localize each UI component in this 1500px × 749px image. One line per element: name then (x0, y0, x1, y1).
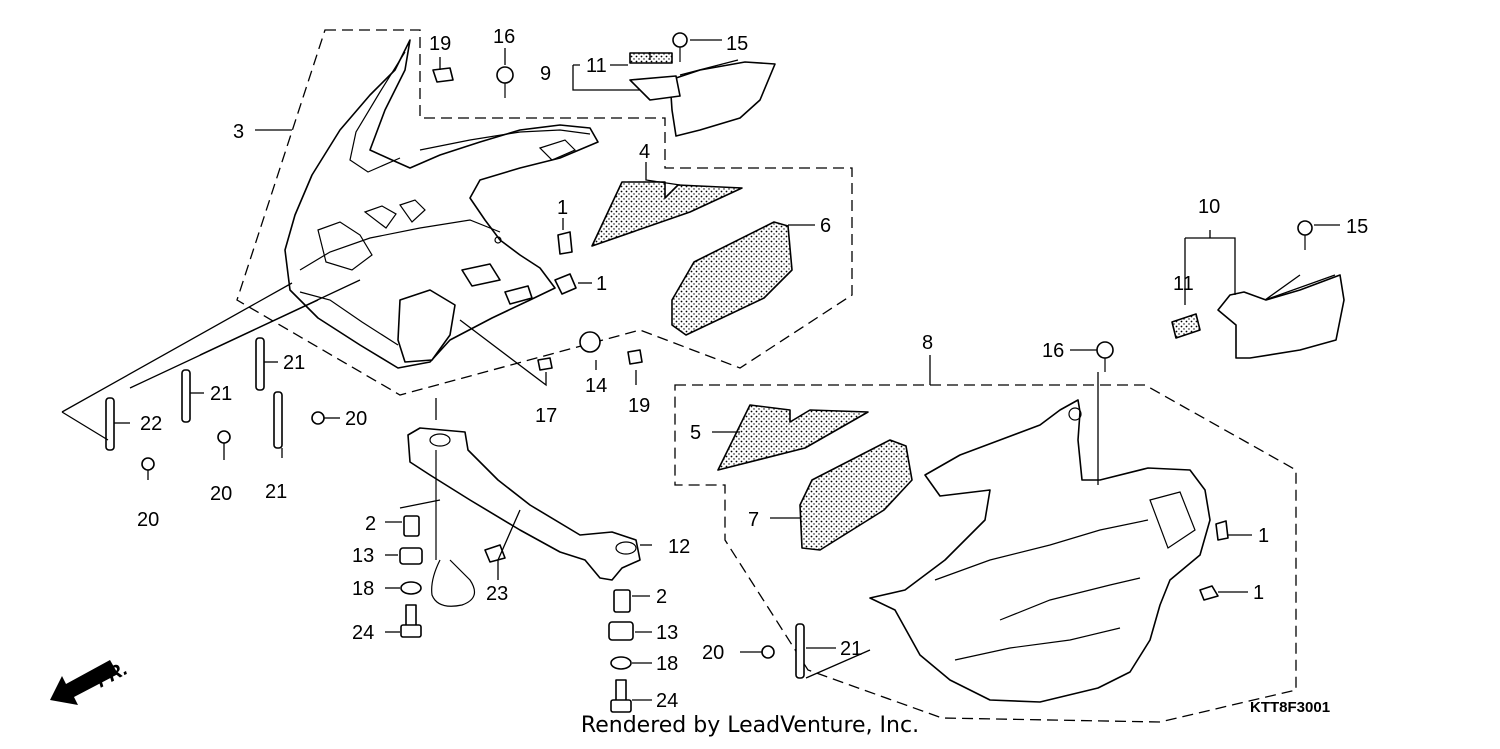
fasteners (141, 32, 1313, 659)
band-strips (105, 337, 805, 679)
callout-16: 16 (1042, 340, 1064, 362)
callout-1: 1 (557, 197, 568, 219)
stay-bracket-part (407, 427, 641, 607)
callout-23: 23 (486, 583, 508, 605)
callout-2: 2 (656, 586, 667, 608)
hardware-stack-left (399, 515, 423, 638)
front-direction-arrow: FR. (50, 658, 131, 705)
callout-9: 9 (540, 63, 551, 85)
render-credit: Rendered by LeadVenture, Inc. (580, 713, 920, 738)
callout-24: 24 (656, 690, 678, 712)
leader-lines (61, 39, 1340, 701)
callout-20: 20 (345, 408, 367, 430)
drawing-code: KTT8F3001 (1250, 699, 1330, 716)
callout-20: 20 (702, 642, 724, 664)
callout-15: 15 (1346, 216, 1368, 238)
callout-11: 11 (586, 55, 607, 77)
seal-pad-part (591, 181, 743, 247)
callout-10: 10 (1198, 196, 1220, 218)
callout-17: 17 (535, 405, 557, 427)
callout-11: 11 (1173, 273, 1194, 295)
callout-7: 7 (748, 509, 759, 531)
callout-14: 14 (585, 375, 607, 397)
callout-13: 13 (656, 622, 678, 644)
foam-pad-part (671, 221, 793, 336)
callout-6: 6 (820, 215, 831, 237)
callout-19: 19 (628, 395, 650, 417)
clip-part (554, 231, 577, 295)
callout-3: 3 (233, 121, 244, 143)
callout-24: 24 (352, 622, 374, 644)
callout-2: 2 (365, 513, 376, 535)
callout-20: 20 (210, 483, 232, 505)
callout-21: 21 (283, 352, 305, 374)
callout-20: 20 (137, 509, 159, 531)
callout-18: 18 (352, 578, 374, 600)
inner-cover-part (629, 52, 776, 137)
callout-labels: 3 19 16 11 9 15 4 1 6 1 10 15 11 8 16 21… (137, 26, 1368, 716)
callout-21: 21 (840, 638, 862, 660)
callout-22: 22 (140, 413, 162, 435)
callout-16: 16 (493, 26, 515, 48)
callout-12: 12 (668, 536, 690, 558)
callout-13: 13 (352, 545, 374, 567)
callout-1: 1 (596, 273, 607, 295)
direction-label: FR. (92, 658, 131, 693)
side-cover-part (674, 384, 1297, 723)
callout-21: 21 (265, 481, 287, 503)
callout-21: 21 (210, 383, 232, 405)
front-cowl-part (236, 29, 853, 396)
callout-15: 15 (726, 33, 748, 55)
callout-1: 1 (1258, 525, 1269, 547)
inner-cover-right-part (1171, 274, 1345, 359)
hardware-stack-right (608, 589, 634, 713)
callout-1: 1 (1253, 582, 1264, 604)
callout-4: 4 (639, 141, 650, 163)
callout-18: 18 (656, 653, 678, 675)
callout-19: 19 (429, 33, 451, 55)
callout-8: 8 (922, 332, 933, 354)
callout-5: 5 (690, 422, 701, 444)
clip-right-part (1199, 520, 1229, 601)
